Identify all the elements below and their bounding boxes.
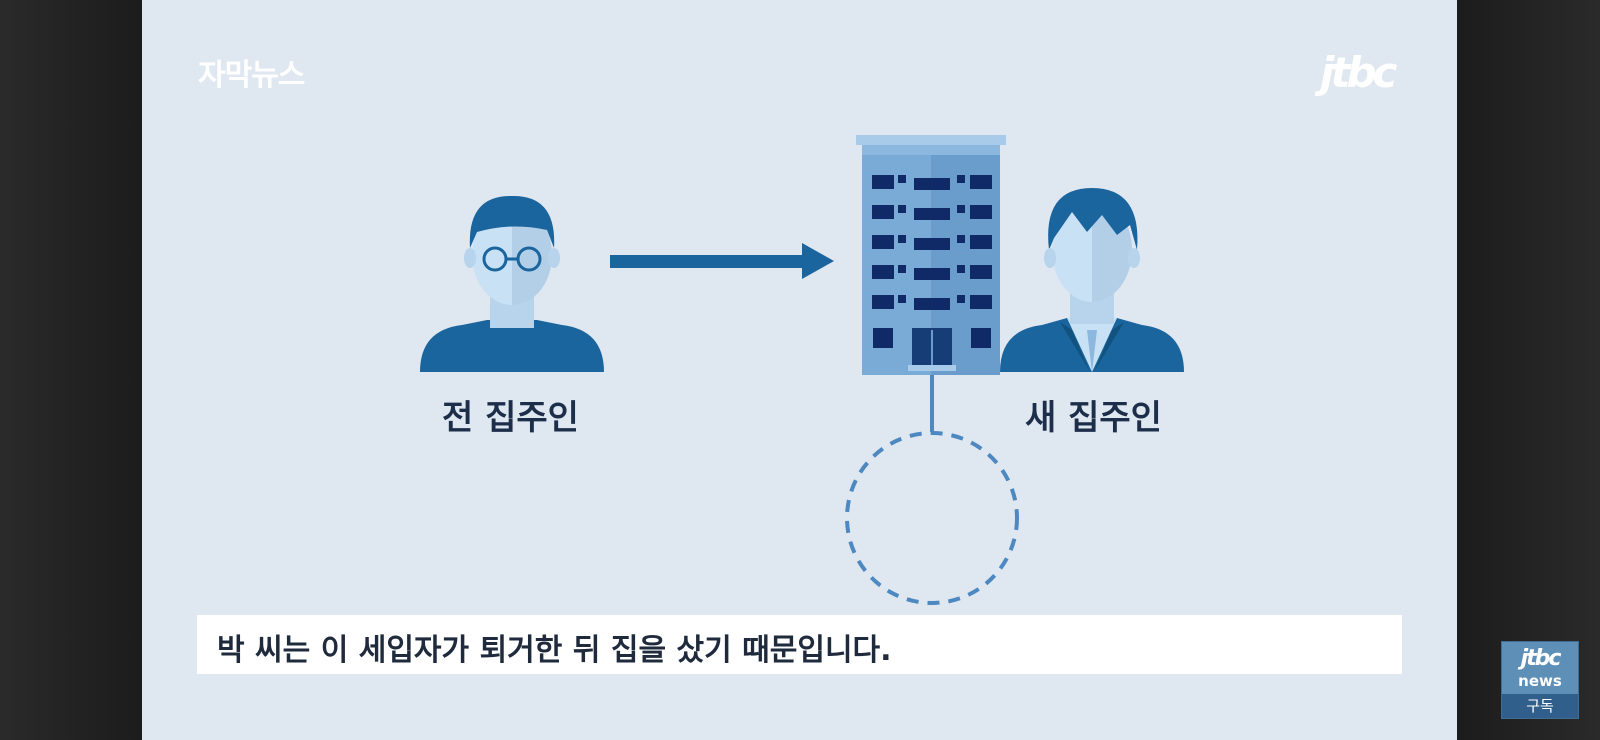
subscribe-brand: news [1518,672,1562,690]
subscribe-logo: jtbc [1520,646,1562,671]
new-owner-figure [1000,188,1184,372]
previous-owner-label: 전 집주인 [442,398,579,438]
empty-circle [845,431,1019,605]
apartment-building [856,135,1006,432]
right-letterbox [1457,0,1600,740]
corner-label: 자막뉴스 [198,58,305,93]
channel-logo: jtbc [1320,48,1397,97]
infographic-scene [420,135,1184,605]
previous-owner-figure [420,195,604,372]
left-letterbox [0,0,142,740]
subscribe-button[interactable]: jtbc news 구독 [1501,641,1579,719]
subscribe-label: 구독 [1502,694,1578,718]
transfer-arrow [610,243,834,279]
subtitle-text: 박 씨는 이 세입자가 퇴거한 뒤 집을 샀기 때문입니다. [217,633,892,668]
new-owner-label: 새 집주인 [1025,398,1162,438]
subtitle-box: 박 씨는 이 세입자가 퇴거한 뒤 집을 샀기 때문입니다. [197,615,1402,674]
video-frame[interactable]: 자막뉴스 jtbc [142,0,1457,740]
